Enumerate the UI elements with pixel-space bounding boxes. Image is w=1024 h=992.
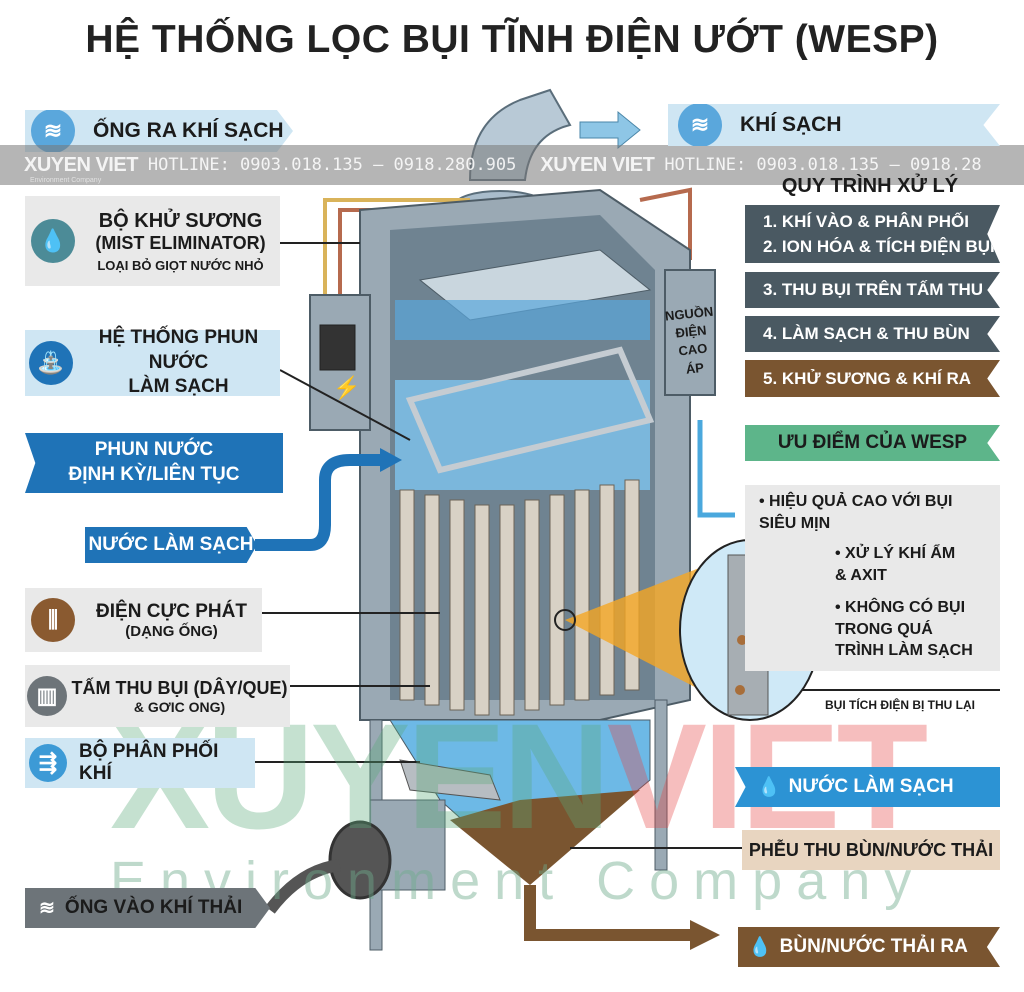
watermark-hotline-band: XUYEN VIET HOTLINE: 0903.018.135 – 0918.2… [0,145,1024,185]
advantages-box: • HIỆU QUẢ CAO VỚI BỤI SIÊU MỊN • XỬ LÝ … [745,485,1000,671]
label-mist-eliminator: 💧 BỘ KHỬ SƯƠNG (MIST ELIMINATOR) LOẠI BỎ… [25,196,280,286]
process-step-3: 3. THU BỤI TRÊN TẤM THU [745,272,1000,308]
label-collector-plate: ▥ TẤM THU BỤI (DÂY/QUE) & GƠIC ONG) [25,665,290,727]
label-wash-water-in: NƯỚC LÀM SẠCH [85,527,257,563]
sprinkler-icon: ⛲ [29,341,73,385]
collector-tubes [399,479,640,716]
airflow-icon: ⇶ [29,744,67,782]
droplets-icon: 💧 [31,219,75,263]
inlet-arrow [265,859,341,914]
electrode-icon: ⫼ [31,598,75,642]
filter-icon: ▥ [27,676,67,716]
process-step-1-2: 1. KHÍ VÀO & PHÂN PHỐI 2. ION HÓA & TÍCH… [745,205,1000,263]
watermark-brand-repeat: XUYEN VIET [540,153,655,176]
watermark-hotline-repeat: HOTLINE: 0903.018.135 – 0918.28 [664,155,982,175]
process-title: QUY TRÌNH XỬ LÝ [781,175,959,197]
charged-dust-label: BỤI TÍCH ĐIỆN BỊ THU LẠI [825,698,975,712]
label-discharge-electrode: ⫼ ĐIỆN CỰC PHÁT (DẠNG ỐNG) [25,588,262,652]
page-title: HỆ THỐNG LỌC BỤI TĨNH ĐIỆN ƯỚT (WESP) [85,18,939,61]
wind-icon: ≋ [39,897,55,919]
clean-gas-arrow [579,110,641,150]
water-drop-icon: 💧 [748,937,772,958]
process-step-5: 5. KHỬ SƯƠNG & KHÍ RA [745,360,1000,397]
label-clean-gas: ≋ KHÍ SẠCH [668,104,1000,146]
wind-icon: ≋ [678,104,722,146]
process-step-4: 4. LÀM SẠCH & THU BÙN [745,316,1000,352]
label-periodic-spray: PHUN NƯỚC ĐỊNH KỲ/LIÊN TỤC [25,433,283,493]
label-spray-system: ⛲ HỆ THỐNG PHUN NƯỚC LÀM SẠCH [25,327,280,397]
label-gas-inlet: ≋ ỐNG VÀO KHÍ THẢI [25,888,270,928]
advantages-title: ƯU ĐIỂM CỦA WESP [745,425,1000,461]
label-wash-water-out: 💧NƯỚC LÀM SẠCH [735,767,1000,807]
svg-text:⚡: ⚡ [333,375,360,401]
label-sludge-out: 💧BÙN/NƯỚC THẢI RA [738,927,1000,967]
label-sludge-hopper: PHỄU THU BÙN/NƯỚC THẢI [742,830,1000,870]
water-drop-icon: 💧 [757,777,781,798]
label-gas-distributor: ⇶ BỘ PHÂN PHỐI KHÍ [25,738,255,788]
